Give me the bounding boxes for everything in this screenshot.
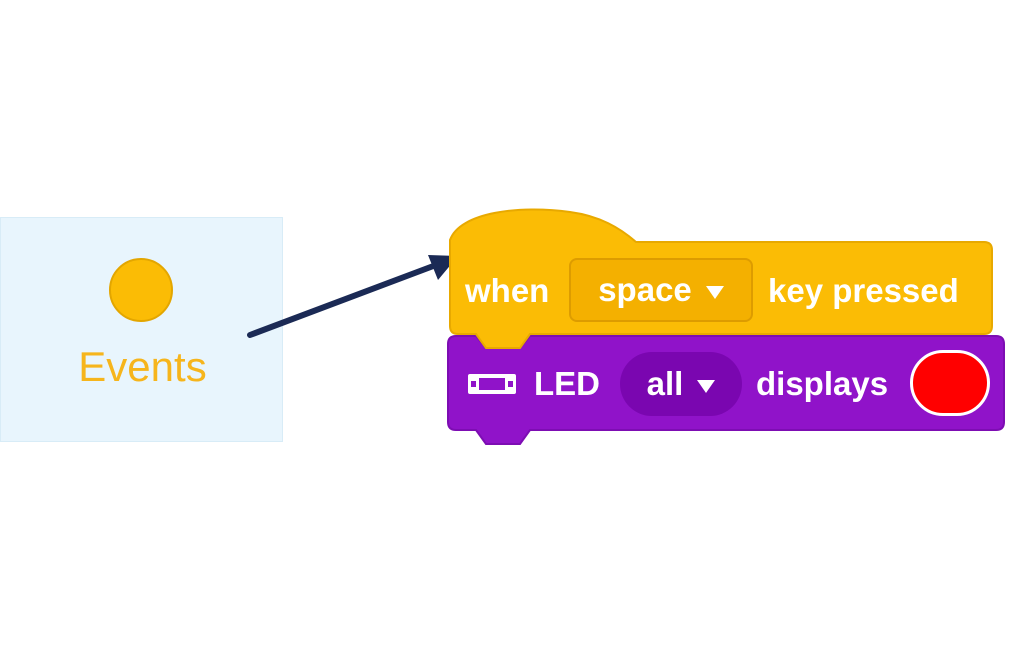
led-label: LED	[534, 365, 600, 402]
led-target-dropdown[interactable]: all	[620, 352, 742, 416]
events-category[interactable]: Events	[0, 217, 283, 442]
led-target-value: all	[646, 365, 684, 402]
color-picker-swatch[interactable]	[910, 350, 990, 416]
events-category-dot-icon	[109, 258, 173, 322]
key-dropdown-value: space	[598, 271, 692, 308]
displays-label: displays	[756, 365, 889, 402]
dropdown-arrow-icon	[697, 379, 716, 393]
when-label: when	[465, 272, 550, 309]
led-strip-icon	[468, 374, 516, 394]
key-pressed-label: key pressed	[768, 272, 959, 309]
events-category-label: Events	[78, 343, 207, 390]
dropdown-arrow-icon	[705, 285, 724, 299]
key-dropdown[interactable]: space	[569, 258, 753, 322]
